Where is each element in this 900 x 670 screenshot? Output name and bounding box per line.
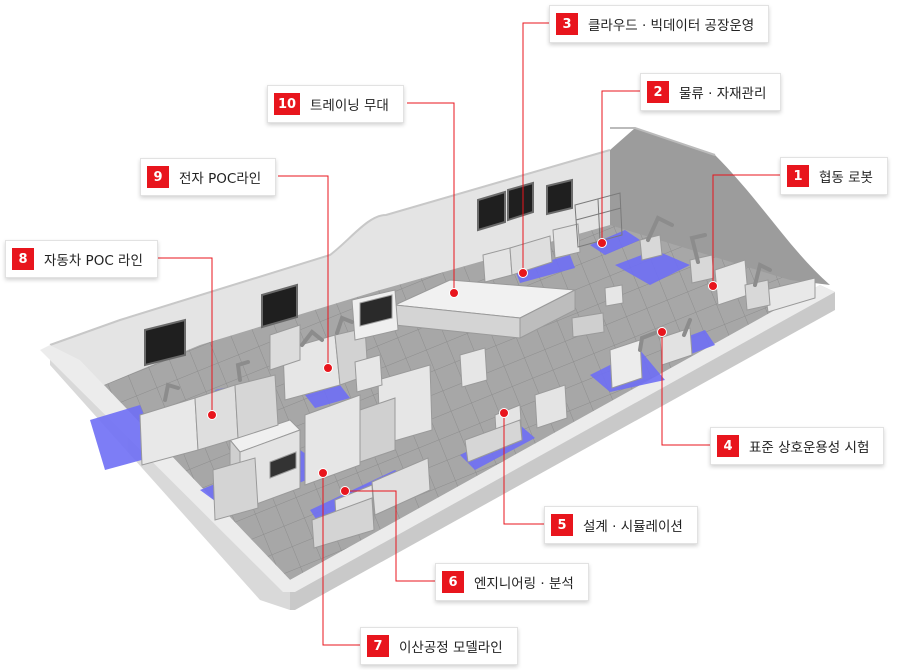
equipment <box>139 192 816 549</box>
callout-number: 9 <box>147 166 169 188</box>
callout-6: 6 엔지니어링 · 분석 <box>435 563 589 601</box>
callout-text: 이산공정 모델라인 <box>399 640 503 656</box>
wall-screens <box>144 178 573 367</box>
right-wall <box>610 128 830 285</box>
callout-text: 클라우드 · 빅데이터 공장운영 <box>588 18 755 34</box>
marker-2 <box>597 238 607 248</box>
callout-text: 엔지니어링 · 분석 <box>474 576 574 592</box>
callout-9: 9 전자 POC라인 <box>140 158 277 196</box>
callout-5: 5 설계 · 시뮬레이션 <box>544 506 698 544</box>
callout-text: 표준 상호운용성 시험 <box>749 440 870 456</box>
callout-number: 1 <box>787 165 809 187</box>
callout-text: 협동 로봇 <box>819 170 873 186</box>
callout-3: 3 클라우드 · 빅데이터 공장운영 <box>549 5 770 43</box>
robot-arms <box>163 215 772 402</box>
back-wall <box>50 150 610 395</box>
callout-text: 전자 POC라인 <box>179 171 262 187</box>
callout-text: 설계 · 시뮬레이션 <box>583 519 683 535</box>
callout-text: 트레이닝 무대 <box>310 98 389 114</box>
marker-10 <box>449 288 459 298</box>
marker-8 <box>207 410 217 420</box>
callout-number: 5 <box>551 514 573 536</box>
callout-number: 3 <box>556 13 578 35</box>
marker-6 <box>340 486 350 496</box>
callout-7: 7 이산공정 모델라인 <box>360 627 518 665</box>
marker-3 <box>518 268 528 278</box>
zone-markers <box>207 238 718 496</box>
callout-number: 2 <box>647 81 669 103</box>
callout-number: 7 <box>367 635 389 657</box>
marker-4 <box>657 327 667 337</box>
callout-2: 2 물류 · 자재관리 <box>640 73 782 111</box>
right-wall-top <box>610 127 716 156</box>
callout-8: 8 자동차 POC 라인 <box>5 240 158 278</box>
marker-1 <box>708 281 718 291</box>
callout-number: 8 <box>12 248 34 270</box>
callout-number: 6 <box>442 571 464 593</box>
back-wall-top <box>49 149 611 346</box>
marker-5 <box>499 408 509 418</box>
marker-9 <box>323 363 333 373</box>
callout-10: 10 트레이닝 무대 <box>267 85 404 123</box>
callout-1: 1 협동 로봇 <box>780 157 888 195</box>
callout-text: 자동차 POC 라인 <box>44 253 143 269</box>
callout-number: 10 <box>274 93 300 115</box>
callout-4: 4 표준 상호운용성 시험 <box>710 427 885 465</box>
callout-text: 물류 · 자재관리 <box>679 86 767 102</box>
callout-number: 4 <box>717 435 739 457</box>
marker-7 <box>318 468 328 478</box>
leader-lines <box>154 22 780 646</box>
